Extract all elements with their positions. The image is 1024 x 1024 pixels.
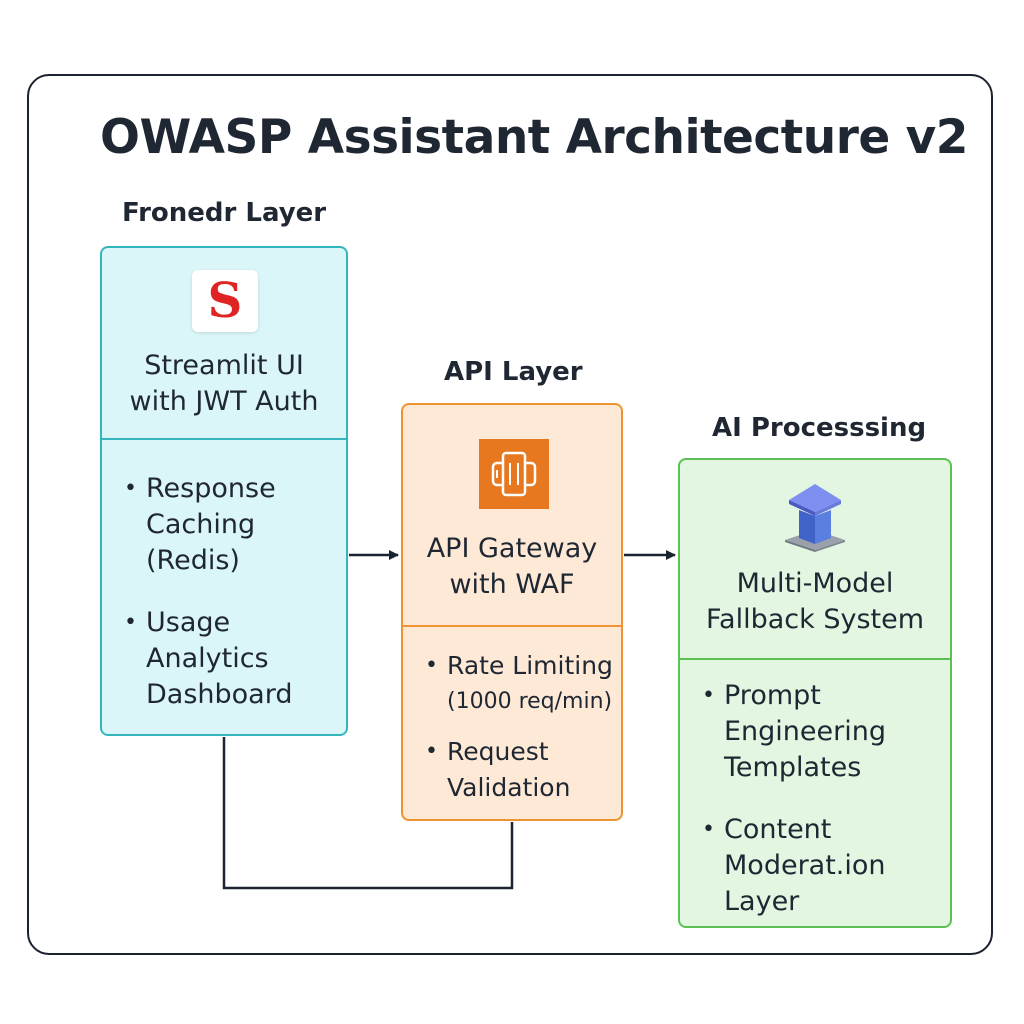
frontend-title-line2: with JWT Auth [129, 386, 319, 417]
api-title-line2: with WAF [449, 569, 575, 600]
ai-box: Multi-Model Fallback System • Prompt Eng… [678, 458, 952, 928]
api-title: API Gateway with WAF [403, 531, 621, 603]
ai-layer-label: AI Processsing [712, 413, 927, 443]
list-item: • Content Moderat.ion Layer [702, 814, 886, 917]
list-item: • Request Validation [425, 737, 571, 802]
api-gateway-icon [479, 439, 549, 509]
api-divider [403, 625, 621, 627]
ai-title: Multi-Model Fallback System [680, 566, 950, 638]
frontend-title-line1: Streamlit UI [144, 350, 304, 381]
frontend-box: S Streamlit UI with JWT Auth • Response … [100, 246, 348, 736]
list-item: • Rate Limiting (1000 req/min) [425, 651, 613, 714]
diagram-frame [27, 74, 993, 955]
ai-title-line2: Fallback System [705, 604, 925, 635]
api-layer-label: API Layer [444, 357, 583, 387]
api-title-line1: API Gateway [426, 533, 598, 564]
frontend-bullet-list: • Response Caching (Redis) • Usage Analy… [120, 471, 338, 739]
ai-title-line1: Multi-Model [736, 568, 894, 599]
ai-divider [680, 658, 950, 660]
ai-bullet-list: • Prompt Engineering Templates • Content… [698, 678, 942, 946]
list-item: • Prompt Engineering Templates [702, 680, 886, 783]
list-item: • Response Caching (Redis) [124, 473, 276, 576]
frontend-layer-label: Fronedr Layer [122, 198, 327, 228]
frontend-divider [102, 438, 346, 440]
frontend-title: Streamlit UI with JWT Auth [102, 348, 346, 420]
diagram-title: OWASP Assistant Architecture v2 [100, 110, 968, 165]
list-item: • Usage Analytics Dashboard [124, 607, 293, 710]
api-bullet-list: • Rate Limiting (1000 req/min) • Request… [421, 648, 613, 820]
api-box: API Gateway with WAF • Rate Limiting (10… [401, 403, 623, 821]
streamlit-logo-icon: S [192, 270, 258, 332]
cube-stack-icon [785, 484, 845, 552]
